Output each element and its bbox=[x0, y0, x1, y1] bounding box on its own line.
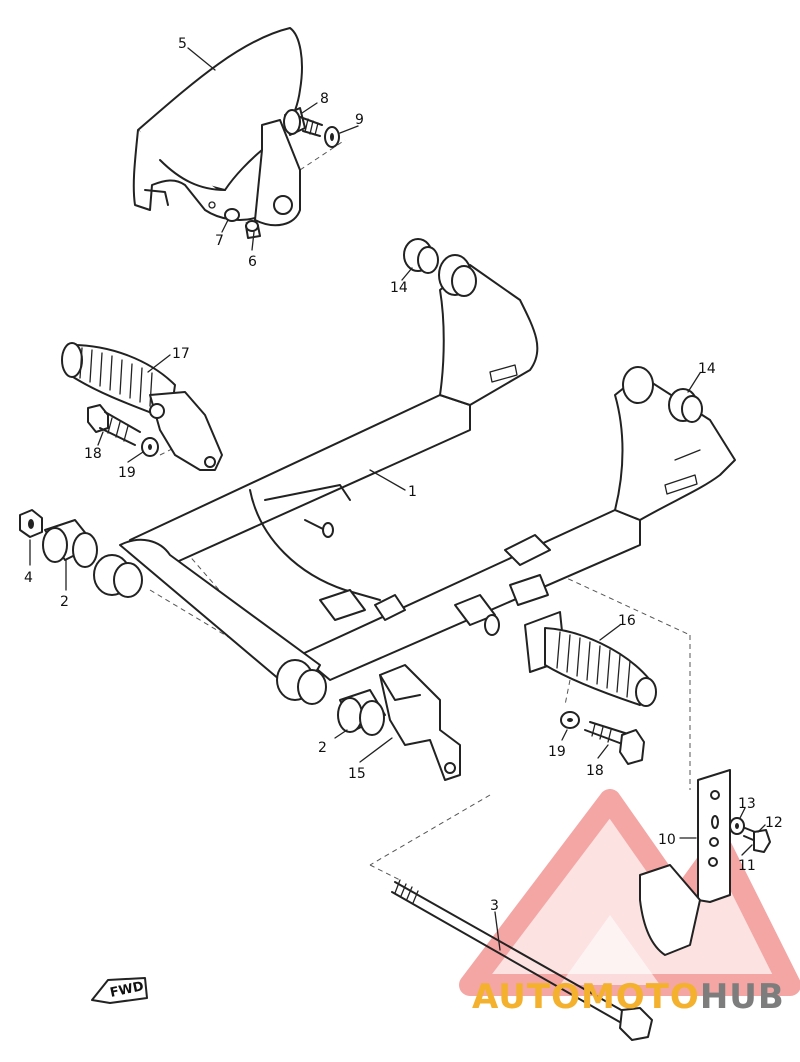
part-10-bracket-plate bbox=[639, 769, 731, 956]
part-7-washer bbox=[224, 208, 240, 222]
callout-numbers: 5 8 9 7 6 14 17 14 18 19 1 4 2 16 2 15 1… bbox=[24, 36, 783, 914]
part-19-washer-rear bbox=[141, 437, 159, 457]
wordmark-auto: AUTOMOTOHUB bbox=[472, 977, 785, 1017]
part-3-long-bolt bbox=[391, 879, 653, 1041]
callout-19-rear: 19 bbox=[118, 465, 136, 481]
part-17-rear-footpeg bbox=[61, 342, 223, 471]
callout-7: 7 bbox=[215, 233, 224, 249]
part-14-bushing-rear bbox=[403, 238, 439, 274]
callout-19-front: 19 bbox=[548, 744, 566, 760]
callout-11: 11 bbox=[738, 858, 756, 874]
callout-8: 8 bbox=[320, 91, 329, 107]
callout-9: 9 bbox=[355, 112, 364, 128]
callout-14-front: 14 bbox=[698, 361, 716, 377]
part-9-washer bbox=[324, 126, 340, 148]
part-5-chain-guard bbox=[132, 27, 303, 227]
part-19-washer-front bbox=[560, 711, 580, 729]
part-1-footrest-frame bbox=[119, 254, 736, 686]
part-2-mount-rear bbox=[42, 519, 143, 598]
callout-6: 6 bbox=[248, 254, 257, 270]
part-18-bolt-rear bbox=[87, 404, 141, 446]
callout-4: 4 bbox=[24, 570, 33, 586]
callout-5: 5 bbox=[178, 36, 187, 52]
callout-17: 17 bbox=[172, 346, 190, 362]
callout-18-rear: 18 bbox=[84, 446, 102, 462]
fwd-arrow: FWD bbox=[91, 977, 148, 1004]
fwd-label: FWD bbox=[109, 979, 146, 1001]
callout-10: 10 bbox=[658, 832, 676, 848]
part-14-bushing-front bbox=[668, 388, 703, 423]
part-2-mount-front bbox=[276, 659, 386, 736]
callout-2-rear: 2 bbox=[60, 594, 69, 610]
callout-16: 16 bbox=[618, 613, 636, 629]
callout-12: 12 bbox=[765, 815, 783, 831]
part-16-front-footpeg bbox=[484, 611, 657, 707]
part-15-bracket bbox=[379, 664, 461, 781]
part-8-bolt bbox=[283, 107, 323, 137]
part-11-bolt bbox=[743, 827, 771, 853]
callout-14-rear: 14 bbox=[390, 280, 408, 296]
callout-2-front: 2 bbox=[318, 740, 327, 756]
part-18-bolt-front bbox=[584, 721, 645, 765]
callout-1: 1 bbox=[408, 484, 417, 500]
callout-18-front: 18 bbox=[586, 763, 604, 779]
part-4-nut bbox=[19, 509, 43, 538]
callout-13: 13 bbox=[738, 796, 756, 812]
automotohub-wordmark: AUTOMOTOHUB bbox=[472, 977, 785, 1017]
callout-3: 3 bbox=[490, 898, 499, 914]
part-13-washer bbox=[729, 817, 745, 835]
leader-lines bbox=[29, 47, 766, 951]
callout-15: 15 bbox=[348, 766, 366, 782]
